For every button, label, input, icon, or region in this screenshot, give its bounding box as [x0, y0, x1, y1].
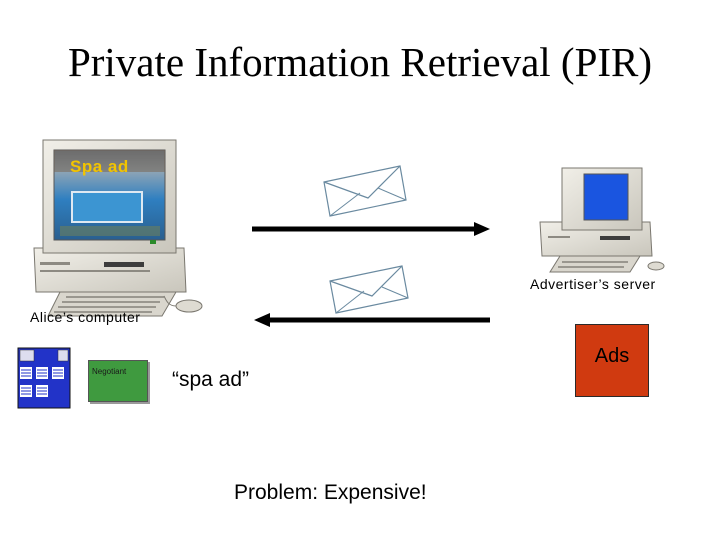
- document-list-icon: [17, 347, 71, 409]
- screen-ad-label: Spa ad: [70, 157, 129, 176]
- alice-computer-label: Alice’s computer: [30, 309, 141, 325]
- advertiser-server-label: Advertiser’s server: [530, 276, 656, 292]
- negotiant-label: Negotiant: [92, 367, 127, 376]
- ads-label: Ads: [594, 345, 630, 367]
- advertiser-server-icon: [539, 167, 665, 273]
- request-arrow: [252, 222, 490, 236]
- envelope-icon: [329, 265, 409, 314]
- slide-title: Private Information Retrieval (PIR): [67, 39, 653, 85]
- problem-note: Problem: Expensive!: [234, 481, 427, 504]
- response-arrow: [254, 313, 490, 327]
- negotiant-box: Negotiant: [88, 360, 148, 402]
- envelope-icon: [323, 165, 407, 217]
- alice-computer-icon: [33, 139, 203, 317]
- ads-box: Ads: [575, 324, 649, 397]
- query-text: “spa ad”: [172, 368, 250, 391]
